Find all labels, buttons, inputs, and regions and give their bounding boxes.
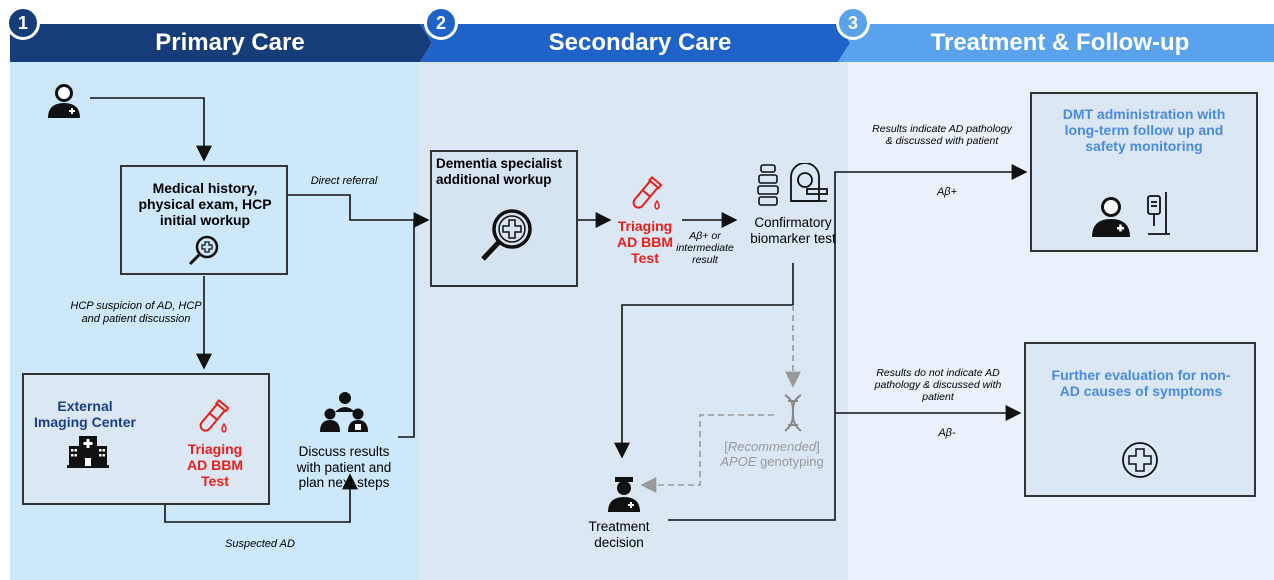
direct-referral-label: Direct referral	[310, 175, 378, 187]
results-indicate-label: Results indicate AD pathology & discusse…	[872, 123, 1012, 148]
dmt-label: DMT administration with long-term follow…	[1062, 106, 1226, 155]
doctor-icon	[608, 477, 640, 512]
treatment-decision-label: Treatment decision	[588, 519, 650, 550]
medical-history-label: Medical history, physical exam, HCP init…	[138, 180, 272, 229]
apoe-text: APOE	[720, 453, 757, 469]
dmt-box	[1030, 92, 1258, 252]
spine-icon	[757, 164, 779, 206]
dna-icon	[784, 394, 802, 432]
triaging-test-label-primary: Triaging AD BBM Test	[187, 441, 243, 490]
dementia-specialist-label: Dementia specialist additional workup	[436, 156, 563, 187]
doctor-icon	[48, 84, 80, 118]
external-imaging-label: External Imaging Center	[34, 398, 136, 431]
secondary-care-bg	[418, 62, 848, 580]
dementia-specialist-box	[430, 150, 578, 287]
medical-cross-icon	[1122, 442, 1158, 478]
step-badge-1: 1	[6, 6, 40, 40]
confirmatory-test-label: Confirmatory biomarker test	[750, 215, 836, 246]
header-secondary-care: Secondary Care	[548, 29, 732, 56]
header-band	[10, 24, 1274, 62]
step-badge-2: 2	[424, 6, 458, 40]
iv-drip-icon	[1147, 192, 1170, 235]
doctor-icon	[1092, 197, 1130, 237]
results-not-indicate-label: Results do not indicate AD pathology & d…	[874, 367, 1002, 404]
apoe-genotyping-label: [Recommended] APOE genotyping	[720, 439, 824, 469]
recommended-text: Recommended	[727, 439, 817, 454]
mri-scanner-icon	[790, 163, 828, 202]
abeta-positive-label: Aβ+	[936, 186, 958, 198]
external-imaging-box	[22, 373, 270, 505]
triaging-test-label-secondary: Triaging AD BBM Test	[617, 218, 673, 267]
further-eval-label: Further evaluation for non-AD causes of …	[1051, 367, 1231, 400]
suspected-ad-label: Suspected AD	[225, 538, 295, 550]
genotyping-text: genotyping	[760, 453, 824, 469]
discuss-results-label: Discuss results with patient and plan ne…	[296, 444, 392, 491]
magnifier-cross-icon	[188, 235, 219, 266]
care-team-icon	[320, 392, 368, 432]
step-badge-3: 3	[836, 6, 870, 40]
test-tube-icon	[199, 398, 230, 433]
magnifier-cross-icon-large	[481, 209, 532, 261]
header-treatment: Treatment & Follow-up	[930, 29, 1190, 56]
header-primary-care: Primary Care	[155, 29, 305, 56]
hospital-icon	[67, 436, 109, 468]
abeta-intermediate-label: Aβ+ or intermediate result	[676, 230, 734, 267]
test-tube-icon	[632, 175, 663, 210]
hcp-suspicion-label: HCP suspicion of AD, HCP and patient dis…	[70, 300, 202, 325]
abeta-negative-label: Aβ-	[938, 427, 956, 439]
medical-history-box	[120, 165, 288, 275]
